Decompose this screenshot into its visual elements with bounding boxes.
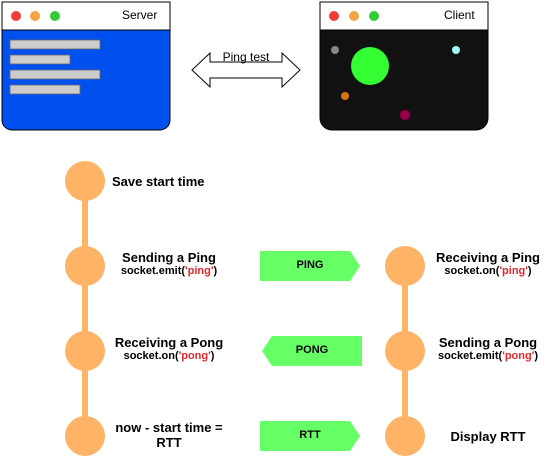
ping-message-label: PING — [296, 259, 324, 271]
server-window-title: Server — [122, 8, 158, 22]
client-step-code: socket.emit('pong') — [423, 350, 551, 362]
player-dot — [341, 92, 349, 100]
server-node — [65, 331, 105, 371]
client-step-title: Display RTT — [450, 429, 526, 444]
client-node — [385, 331, 425, 371]
server-node — [65, 246, 105, 286]
rtt-message-label: RTT — [299, 429, 321, 441]
code-call: socket.on( — [444, 265, 500, 277]
player-dot — [331, 46, 339, 54]
ping-message-arrow — [260, 251, 360, 281]
client-window — [319, 1, 489, 131]
client-step: Sending a Pong socket.emit('pong') — [423, 335, 551, 362]
client-node — [385, 246, 425, 286]
code-call-end: ) — [210, 350, 215, 362]
close-dot-icon — [11, 11, 21, 21]
code-call-end: ) — [534, 350, 538, 362]
client-window-title: Client — [444, 8, 475, 22]
server-log-line — [9, 54, 71, 65]
ping-test-label: Ping test — [222, 50, 270, 64]
player-dot — [399, 109, 411, 121]
server-node — [65, 161, 105, 201]
client-step-code: socket.on('ping') — [423, 265, 551, 277]
server-step-title: Sending a Ping — [122, 250, 216, 265]
server-step: now - start time = RTT — [104, 420, 234, 450]
server-step: Receiving a Pong socket.on('pong') — [104, 335, 234, 362]
client-step: Receiving a Ping socket.on('ping') — [423, 250, 551, 277]
code-call: socket.emit( — [120, 265, 186, 277]
code-call: socket.on( — [123, 350, 179, 362]
rtt-message-arrow — [260, 421, 360, 451]
client-step-title: Sending a Pong — [438, 335, 538, 350]
server-window — [1, 1, 171, 131]
minimize-dot-icon — [30, 11, 40, 21]
server-log-line — [9, 69, 101, 80]
server-step: Sending a Ping socket.emit('ping') — [104, 250, 234, 277]
pong-message-arrow — [262, 336, 362, 366]
ping-test-double-arrow — [191, 51, 301, 89]
code-call-end: ) — [527, 265, 532, 277]
close-dot-icon — [329, 11, 339, 21]
maximize-dot-icon — [50, 11, 60, 21]
server-step-title: now - start time = — [115, 420, 223, 435]
client-step-title: Receiving a Ping — [435, 250, 541, 265]
code-argument: 'pong' — [178, 350, 211, 362]
code-call: socket.emit( — [438, 350, 503, 362]
code-argument: 'pong' — [502, 350, 535, 362]
server-log-line — [9, 84, 81, 95]
server-log-line — [9, 39, 101, 50]
code-call-end: ) — [213, 265, 218, 277]
server-step-title: Receiving a Pong — [114, 335, 224, 350]
maximize-dot-icon — [369, 11, 379, 21]
server-step-title: Save start time — [112, 174, 205, 189]
server-step-result: RTT — [156, 435, 182, 450]
pong-message-label: PONG — [295, 344, 329, 356]
minimize-dot-icon — [349, 11, 359, 21]
code-argument: 'ping' — [499, 265, 528, 277]
server-step-code: socket.on('pong') — [104, 350, 234, 362]
player-dot — [351, 47, 389, 85]
code-argument: 'ping' — [185, 265, 214, 277]
player-dot — [452, 46, 460, 54]
client-node — [385, 416, 425, 456]
server-node — [65, 416, 105, 456]
server-step-code: socket.emit('ping') — [104, 265, 234, 277]
